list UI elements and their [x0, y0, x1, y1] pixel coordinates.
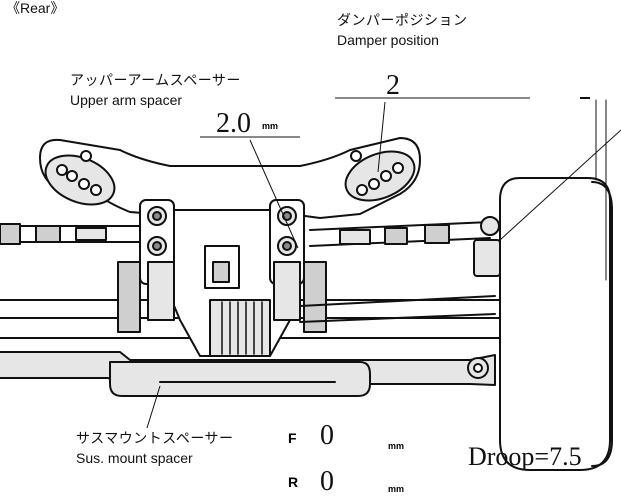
left-upright-pivot-bottom-inner [152, 241, 162, 251]
drive-shaft-bottom [299, 313, 496, 323]
sus-mount-leader [146, 385, 161, 429]
wheel-tread [591, 181, 613, 467]
left-turnbuckle-adjuster [35, 225, 61, 243]
upper-arm-spacer-en-label: Upper arm spacer [70, 92, 183, 108]
right-turnbuckle-nut [339, 229, 371, 245]
right-turnbuckle-top [309, 221, 491, 231]
sus-mount-front-value: 0 [320, 420, 334, 451]
left-damper-body [117, 261, 141, 333]
rear-wheel [499, 177, 611, 471]
damper-position-leader [377, 101, 386, 173]
stay-right-holes [350, 150, 404, 196]
left-turnbuckle-end [0, 223, 21, 245]
upper-arm-spacer-jp-label: アッパーアームスペーサー [70, 72, 241, 88]
right-turnbuckle-adjuster [384, 227, 408, 245]
rear-section-label: 《Rear》 [6, 0, 65, 16]
left-lower-mount [147, 261, 175, 321]
right-turnbuckle-end [424, 224, 450, 244]
sus-mount-front-label: F [288, 430, 297, 446]
upper-arm-leader [249, 139, 299, 249]
left-upright-pivot-top-inner [152, 211, 162, 221]
damper-position-jp-label: ダンパーポジション [337, 12, 468, 28]
right-lower-mount [273, 261, 301, 321]
sus-mount-block [109, 361, 371, 397]
damper-position-en-label: Damper position [337, 32, 439, 48]
drive-shaft-top [299, 295, 496, 307]
differential-gear [209, 299, 271, 357]
sus-mount-rear-label: R [288, 474, 299, 490]
droop-leader [499, 129, 621, 241]
lower-arm-pivot-inner [473, 363, 483, 373]
upper-arm-spacer-unit: mm [262, 121, 279, 131]
sus-mount-rear-unit: mm [388, 484, 405, 494]
droop-value: Droop=7.5 [468, 442, 582, 471]
sus-mount-front-unit: mm [388, 441, 405, 451]
upper-arm-spacer-value: 2.0 [216, 108, 251, 139]
right-damper-body [303, 261, 327, 333]
damper-position-value: 2 [386, 70, 400, 101]
sus-mount-spacer-jp-label: サスマウントスペーサー [76, 430, 234, 446]
right-ball-end [480, 216, 500, 236]
right-upright-pivot-bottom-inner [282, 241, 292, 251]
sus-mount-spacer-en-label: Sus. mount spacer [76, 450, 193, 466]
sus-mount-rear-value: 0 [320, 466, 334, 497]
bulkhead-center-slot [212, 261, 230, 283]
stay-left-holes [56, 150, 102, 196]
left-turnbuckle-nut [75, 227, 107, 241]
gear-teeth [221, 301, 263, 355]
wheel-hub-carrier [473, 239, 501, 277]
